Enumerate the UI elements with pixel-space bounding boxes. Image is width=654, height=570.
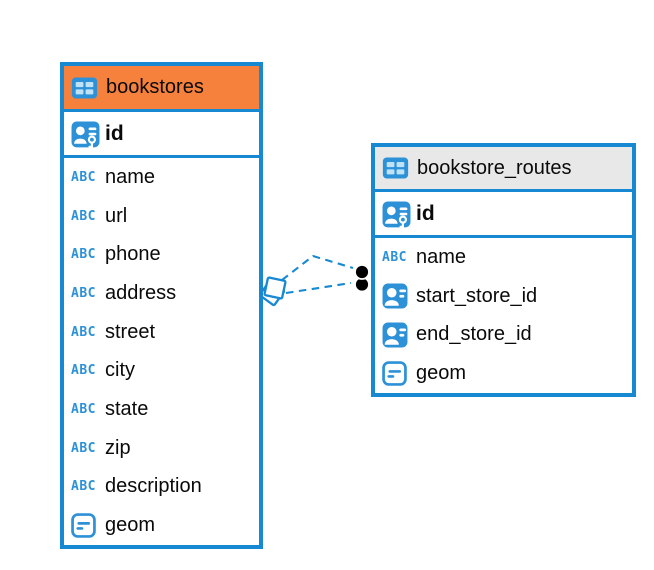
column-name: id [416,201,435,225]
text-type-icon: ABC [71,208,96,224]
table-bookstores[interactable]: bookstores id ABC name ABC url ABC phone… [60,62,263,549]
geometry-type-icon [71,513,96,538]
relationship-line-end-store[interactable] [285,281,352,295]
table-icon [71,77,98,99]
primary-key-icon [71,121,100,150]
table-header-bookstore-routes[interactable]: bookstore_routes [375,147,632,192]
text-type-icon: ABC [382,249,407,265]
column-name: start_store_id [416,284,538,307]
diamond-end-marker[interactable] [258,276,287,307]
column-row-url[interactable]: ABC url [64,196,259,236]
table-icon [382,157,409,179]
column-name: description [105,475,202,498]
column-row-name[interactable]: ABC name [375,238,632,277]
text-type-icon: ABC [71,169,96,185]
column-row-id[interactable]: id [64,112,259,158]
column-name: phone [105,243,161,266]
relationship-line-start-store[interactable] [281,254,354,281]
column-name: end_store_id [416,323,532,346]
column-row-end-store-id[interactable]: end_store_id [375,315,632,355]
column-row-phone[interactable]: ABC phone [64,235,259,275]
column-name: geom [416,362,467,385]
table-name: bookstores [106,76,204,98]
column-name: zip [105,436,131,459]
text-type-icon: ABC [71,440,96,456]
column-row-start-store-id[interactable]: start_store_id [375,276,632,316]
column-name: id [105,121,124,145]
text-type-icon: ABC [71,324,96,340]
column-row-street[interactable]: ABC street [64,312,259,352]
column-name: street [105,320,156,343]
foreign-key-icon [382,322,408,348]
column-name: url [105,204,128,227]
text-type-icon: ABC [71,247,96,263]
text-type-icon: ABC [71,285,96,301]
foreign-key-icon [382,283,408,309]
text-type-icon: ABC [71,401,96,417]
column-row-id[interactable]: id [375,192,632,238]
column-row-city[interactable]: ABC city [64,351,259,391]
table-name: bookstore_routes [417,156,572,179]
column-name: geom [105,514,156,537]
text-type-icon: ABC [71,363,96,379]
column-name: address [105,281,177,304]
column-row-zip[interactable]: ABC zip [64,428,259,468]
column-name: name [416,245,467,268]
table-bookstore-routes[interactable]: bookstore_routes id ABC name start_store… [371,143,636,397]
column-row-geom[interactable]: geom [64,506,259,545]
column-row-name[interactable]: ABC name [64,158,259,197]
column-row-state[interactable]: ABC state [64,390,259,429]
text-type-icon: ABC [71,479,96,495]
column-row-description[interactable]: ABC description [64,467,259,507]
column-row-address[interactable]: ABC address [64,274,259,313]
column-name: state [105,397,149,420]
column-row-geom[interactable]: geom [375,354,632,393]
column-name: name [105,165,156,188]
column-name: city [105,359,135,382]
table-header-bookstores[interactable]: bookstores [64,66,259,112]
geometry-type-icon [382,361,407,386]
circle-end-marker[interactable] [354,264,370,293]
primary-key-icon [382,201,411,230]
